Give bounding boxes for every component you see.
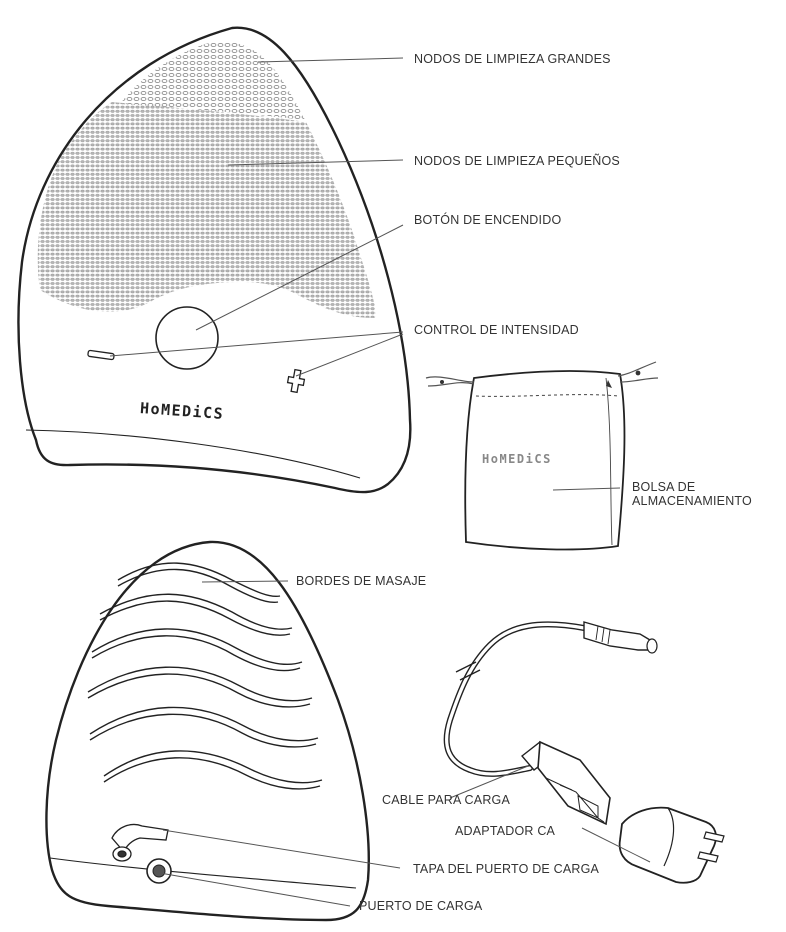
label-ac-adapter: ADAPTADOR CA <box>455 824 555 838</box>
label-port-cover: TAPA DEL PUERTO DE CARGA <box>413 862 599 876</box>
label-intensity-control: CONTROL DE INTENSIDAD <box>414 323 579 337</box>
power-button <box>156 307 218 369</box>
bag-logo: HoMEDiCS <box>482 452 552 466</box>
charging-port <box>147 859 171 883</box>
label-large-nodes: NODOS DE LIMPIEZA GRANDES <box>414 52 611 66</box>
device-logo: HoMEDiCS <box>140 401 225 421</box>
ac-adapter <box>620 808 724 883</box>
cleansing-device-front <box>18 28 410 492</box>
label-bag-line1: BOLSA DE <box>632 480 695 494</box>
label-massage-ridges: BORDES DE MASAJE <box>296 574 426 588</box>
label-power-button: BOTÓN DE ENCENDIDO <box>414 213 561 227</box>
label-bag-line2: ALMACENAMIENTO <box>632 494 752 508</box>
label-charging-port: PUERTO DE CARGA <box>359 899 482 913</box>
label-charging-cable: CABLE PARA CARGA <box>382 793 510 807</box>
cleansing-device-back <box>46 542 368 920</box>
label-small-nodes: NODOS DE LIMPIEZA PEQUEÑOS <box>414 154 620 168</box>
bag-string-left <box>426 377 474 386</box>
